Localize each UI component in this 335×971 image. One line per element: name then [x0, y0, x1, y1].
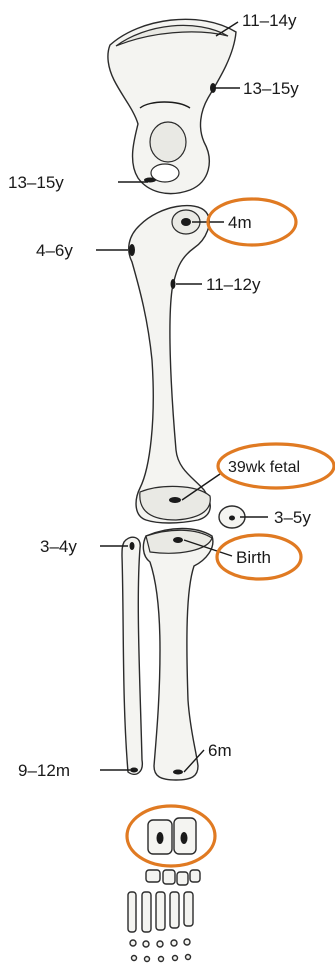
label-pelvis-low: 13–15y — [8, 173, 64, 192]
tibia-bone — [143, 529, 213, 781]
femur-bone — [129, 206, 211, 523]
label-lesser-trochanter: 11–12y — [206, 275, 261, 294]
label-proximal-tibia: Birth — [236, 548, 271, 567]
label-pelvis-side: 13–15y — [243, 79, 299, 98]
label-distal-fibula: 9–12m — [18, 761, 70, 780]
label-patella: 3–5y — [274, 508, 311, 527]
label-femur-head: 4m — [228, 213, 252, 232]
label-greater-trochanter: 4–6y — [36, 241, 73, 260]
label-distal-tibia: 6m — [208, 741, 232, 760]
foot-bones — [128, 818, 200, 962]
pelvis-bone — [108, 19, 236, 193]
label-fibula-head: 3–4y — [40, 537, 77, 556]
label-pelvis-crest: 11–14y — [242, 11, 297, 30]
label-distal-femur: 39wk fetal — [228, 459, 300, 476]
fibula-bone — [122, 537, 142, 774]
